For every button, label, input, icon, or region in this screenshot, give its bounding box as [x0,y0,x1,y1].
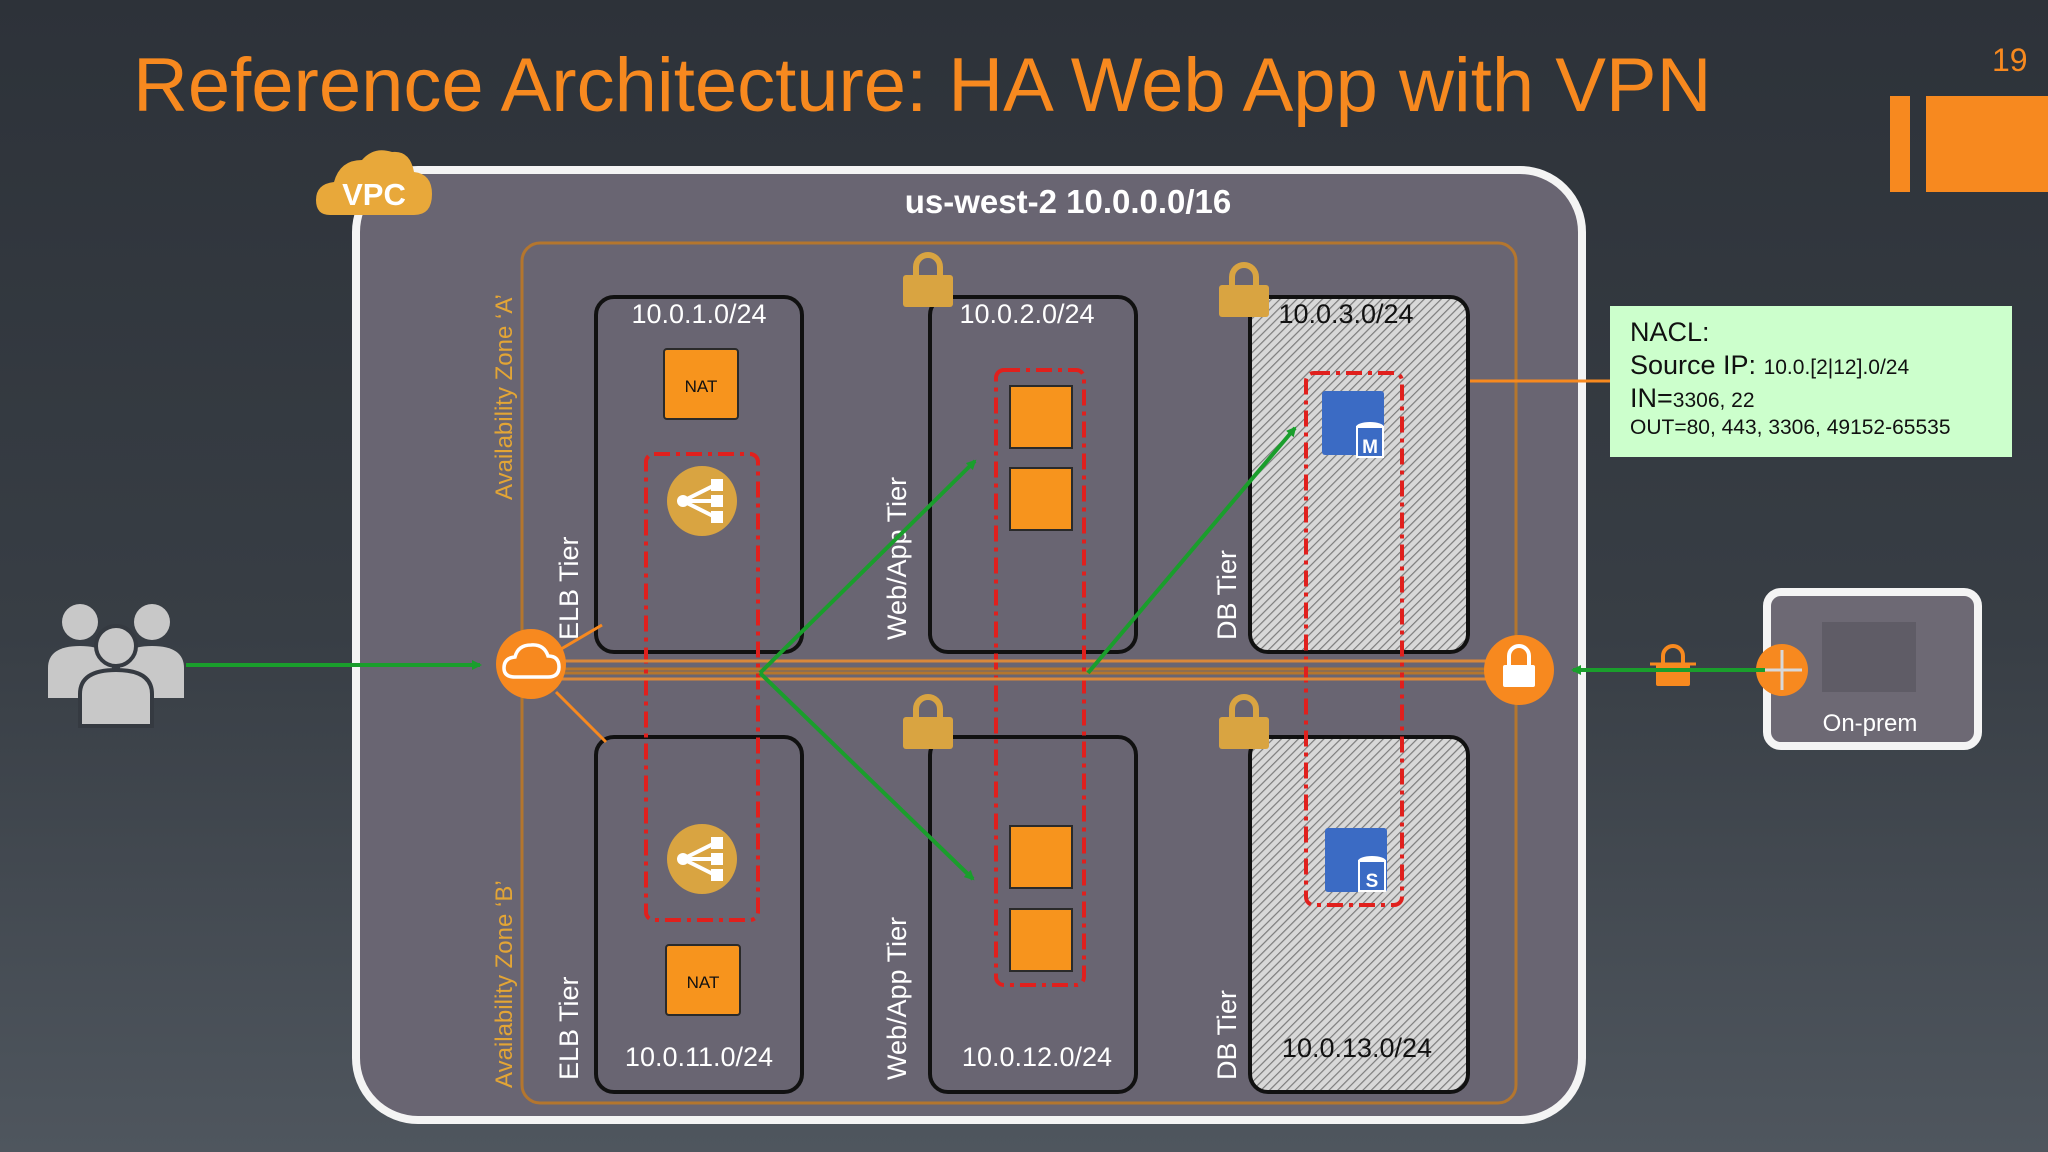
tier-label-web-app-b: Web/App Tier [882,917,912,1080]
server-icon [1822,622,1916,692]
users-icon [48,604,184,728]
vpc-cloud-badge: VPC [316,150,432,215]
igw-connector [554,690,608,744]
subnet-b-db [1248,735,1470,1094]
subnet-a-db [1248,295,1470,654]
subnet-cidr-b-elb: 10.0.11.0/24 [625,1042,773,1072]
nacl-heading: NACL: [1630,317,1710,347]
subnet-b-web [928,735,1138,1094]
nat-instance: NAT [665,944,741,1016]
internet-gateway-icon [496,629,566,699]
ec2-instance [1009,825,1073,889]
page-number: 19 [1992,42,2028,78]
tier-label-elb-b: ELB Tier [554,976,584,1080]
router-icon [1756,644,1808,696]
subnet-cidr-b-web: 10.0.12.0/24 [962,1042,1112,1072]
nacl-in-label: IN= [1630,382,1673,413]
rds-standby-icon: S [1325,828,1387,892]
nacl-info-box: NACL: Source IP: 10.0.[2|12].0/24 IN=330… [1610,306,2012,457]
nacl-source-label: Source IP: [1630,349,1764,380]
ec2-instance [1009,385,1073,449]
nacl-in-value: 3306, 22 [1672,388,1755,412]
subnet-a-elb [594,295,804,654]
availability-zone-a [520,241,1518,671]
igw-connector [555,623,603,654]
elb-icon [665,822,739,896]
availability-zone-b [520,671,1518,1105]
rds-master-badge: M [1362,437,1378,458]
vpc-region-label: us-west-2 10.0.0.0/16 [905,183,1232,220]
subnet-cidr-a-db: 10.0.3.0/24 [1278,299,1413,329]
corner-accent-bar-wide [1926,96,2048,192]
subnet-a-web [928,295,1138,654]
subnet-cidr-a-elb: 10.0.1.0/24 [631,299,766,329]
subnet-b-elb [594,735,804,1094]
rds-standby-badge: S [1366,871,1379,892]
slide-title: Reference Architecture: HA Web App with … [133,43,1712,128]
tier-label-db-a: DB Tier [1212,550,1242,640]
traffic-arrows [186,426,1765,881]
customer-gateway-icon [1650,644,1696,686]
nacl-out-rule: OUT=80, 443, 3306, 49152-65535 [1630,415,1951,439]
ec2-instance [1009,908,1073,972]
elb-group-outline [644,452,760,922]
on-prem-label: On-prem [1823,710,1918,737]
ec2-instance [1009,467,1073,531]
tier-label-web-app-a: Web/App Tier [882,477,912,640]
db-group-outline [1304,371,1404,907]
nacl-source-value: 10.0.[2|12].0/24 [1763,355,1910,379]
corner-accent-bar-thin [1890,96,1910,192]
elb-icon [665,464,739,538]
nat-label: NAT [685,377,718,396]
vpn-gateway-icon [1484,635,1554,705]
availability-zone-b-label: Availability Zone ‘B’ [491,880,518,1088]
subnet-cidr-b-db: 10.0.13.0/24 [1282,1033,1432,1063]
rds-master-icon: M [1322,391,1384,458]
nat-instance: NAT [663,348,739,420]
availability-zone-a-label: Availability Zone ‘A’ [491,294,518,500]
on-prem-datacenter: On-prem [1763,588,1982,750]
tier-label-elb-a: ELB Tier [554,536,584,640]
tier-label-db-b: DB Tier [1212,990,1242,1080]
subnet-cidr-a-web: 10.0.2.0/24 [959,299,1094,329]
vpc-badge-text: VPC [342,177,406,212]
nat-label: NAT [687,973,720,992]
